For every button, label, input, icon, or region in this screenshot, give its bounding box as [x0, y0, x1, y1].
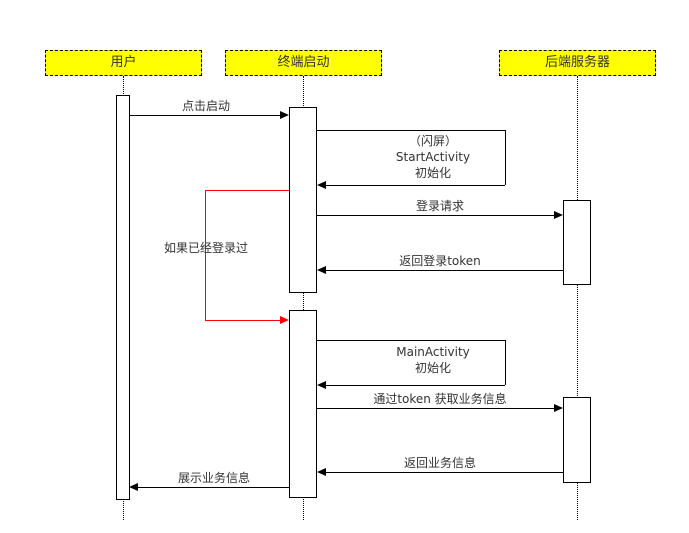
message-show-business-label: 展示业务信息 — [177, 471, 250, 485]
actor-server-label: 后端服务器 — [544, 55, 610, 70]
red-loop-side-line — [205, 190, 206, 320]
actor-terminal: 终端启动 — [225, 50, 382, 76]
red-loop-top-line — [205, 190, 289, 191]
message-line — [326, 270, 563, 271]
message-click-start-label: 点击启动 — [181, 99, 230, 113]
message-already-logged-in-label: 如果已经登录过 — [163, 241, 248, 255]
actor-user-label: 用户 — [110, 55, 137, 70]
message-return-token-label: 返回登录token — [399, 254, 481, 268]
self-message-side-line — [505, 340, 506, 385]
arrowhead-left-icon — [317, 468, 326, 476]
lifeline-server — [577, 76, 578, 520]
arrowhead-right-red-icon — [280, 316, 289, 324]
arrowhead-right-icon — [280, 111, 289, 119]
message-line — [138, 487, 289, 488]
message-login-request-label: 登录请求 — [415, 199, 464, 213]
lifeline-terminal — [303, 76, 304, 520]
splash-line1: （闪屏） — [408, 134, 457, 148]
splash-line2: StartActivity — [395, 150, 471, 164]
arrowhead-left-icon — [317, 381, 326, 389]
self-message-top-line — [317, 340, 505, 341]
message-splash-init-label: （闪屏） StartActivity 初始化 — [353, 133, 513, 181]
activation-server-1 — [563, 200, 591, 285]
message-line — [317, 408, 555, 409]
main-line1: MainActivity — [396, 345, 470, 359]
arrowhead-right-icon — [554, 211, 563, 219]
actor-user: 用户 — [45, 50, 202, 76]
self-message-side-line — [505, 130, 506, 185]
arrowhead-left-icon — [317, 181, 326, 189]
message-get-business-label: 通过token 获取业务信息 — [373, 392, 507, 406]
message-line — [317, 215, 555, 216]
red-loop-bottom-line — [205, 320, 281, 321]
arrowhead-left-icon — [317, 266, 326, 274]
arrowhead-right-icon — [554, 404, 563, 412]
message-line — [326, 472, 563, 473]
actor-server: 后端服务器 — [499, 50, 656, 76]
activation-server-2 — [563, 397, 591, 483]
self-message-return-line — [326, 385, 505, 386]
message-main-init-label: MainActivity 初始化 — [353, 344, 513, 376]
actor-terminal-label: 终端启动 — [277, 55, 330, 70]
self-message-return-line — [326, 185, 505, 186]
arrowhead-left-icon — [129, 483, 138, 491]
activation-user — [116, 95, 130, 500]
message-line — [130, 115, 281, 116]
main-line2: 初始化 — [414, 361, 451, 375]
activation-terminal-2 — [289, 310, 317, 498]
splash-line3: 初始化 — [414, 166, 451, 180]
activation-terminal-1 — [289, 107, 317, 293]
self-message-top-line — [317, 130, 505, 131]
message-return-business-label: 返回业务信息 — [403, 456, 476, 470]
